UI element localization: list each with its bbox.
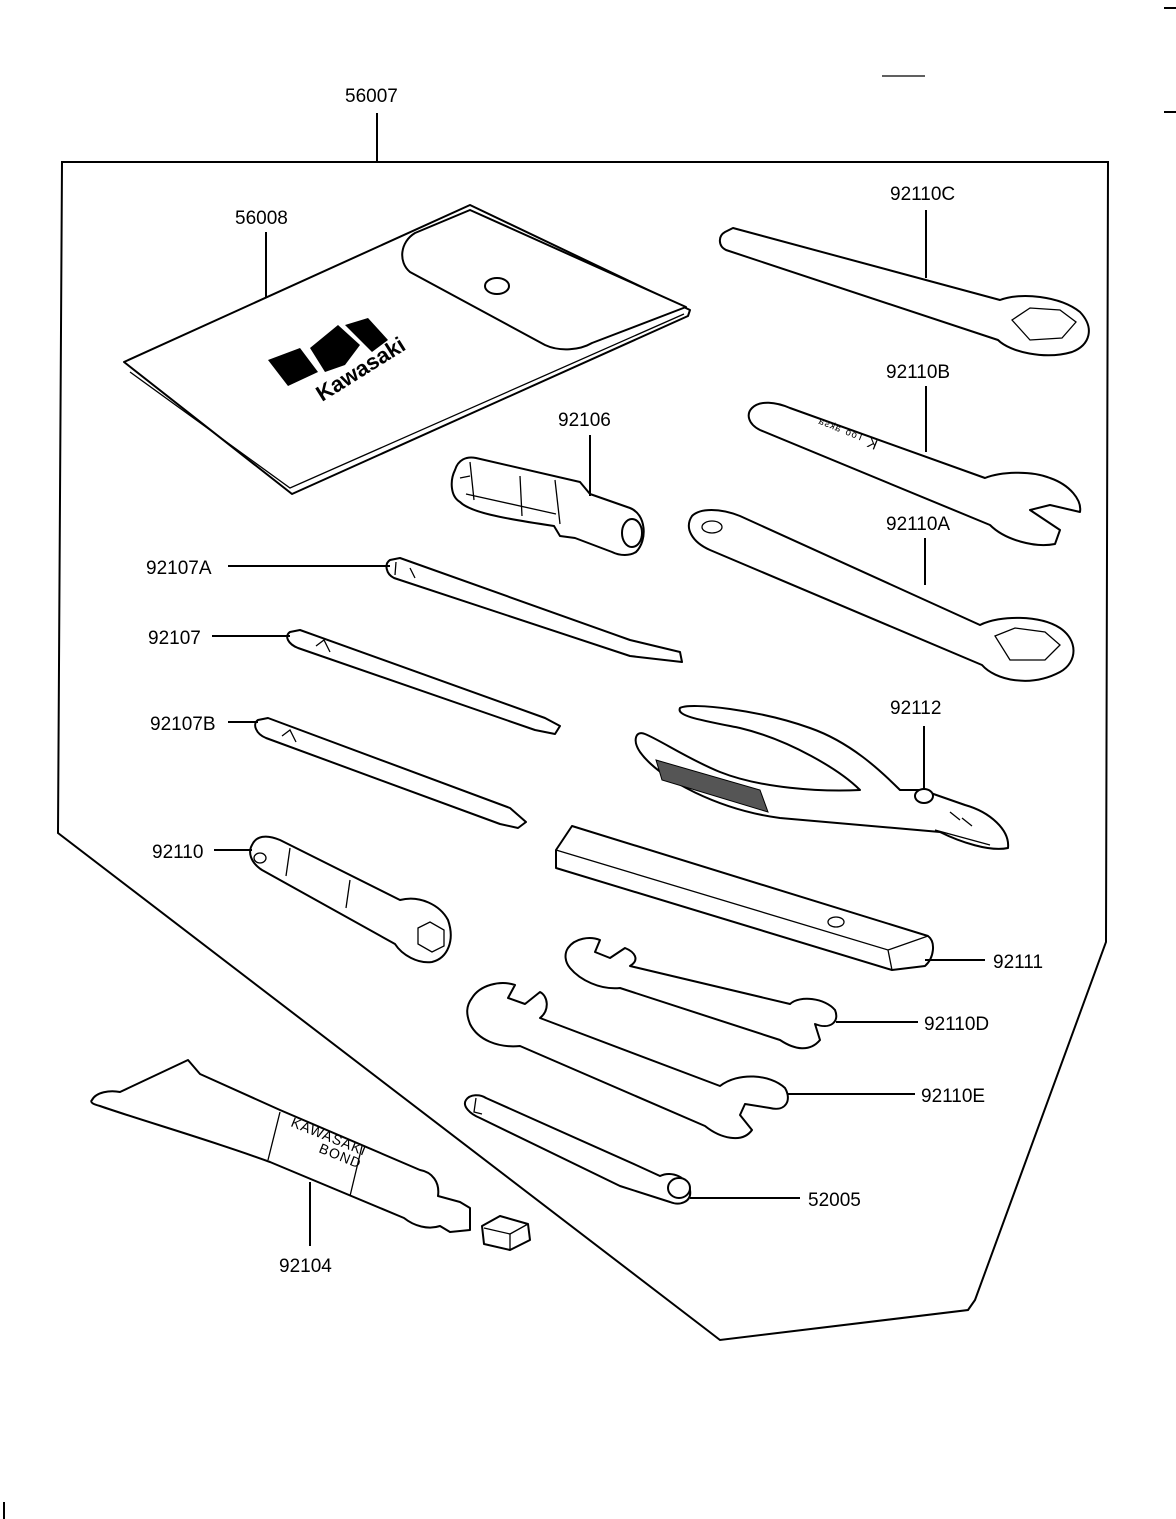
label-92104: 92104 [279, 1256, 332, 1277]
label-56008: 56008 [235, 208, 288, 229]
screwdriver-92107B [254, 717, 527, 829]
label-56007: 56007 [345, 86, 398, 107]
label-92107A: 92107A [146, 558, 212, 579]
double-open-spanner-92110E [466, 982, 789, 1140]
handle-92106 [450, 456, 645, 556]
tool-pouch-56008: Kawasaki [123, 204, 691, 495]
ring-spanner-92110A [687, 509, 1075, 682]
label-92107: 92107 [148, 628, 201, 649]
label-92110C: 92110C [890, 184, 955, 205]
double-open-spanner-92110D [564, 937, 838, 1050]
label-92110A: 92110A [886, 514, 950, 535]
label-92106: 92106 [558, 410, 611, 431]
open-spanner-92110B: K ᵀᵒᵒ ᵃᵏˢᵃ [747, 401, 1082, 546]
label-92107B: 92107B [150, 714, 216, 735]
screwdriver-92107 [286, 629, 561, 735]
label-92111: 92111 [993, 952, 1043, 973]
hex-key-52005 [464, 1094, 692, 1205]
socket-wrench-92110 [249, 835, 452, 964]
callout-labels: 56007 56008 92110C 92110B 92106 92110A 9… [146, 86, 1043, 1277]
pliers-92112 [634, 705, 1010, 850]
label-92110B: 92110B [886, 362, 950, 383]
label-92110D: 92110D [924, 1014, 989, 1035]
ring-spanner-92110C [718, 227, 1090, 357]
screwdriver-92107A [385, 557, 683, 663]
label-92112: 92112 [890, 698, 941, 719]
label-52005: 52005 [808, 1190, 861, 1211]
kit-boundary [3, 7, 1176, 1519]
label-92110: 92110 [152, 842, 203, 863]
flat-bar-92111 [555, 825, 934, 971]
label-92110E: 92110E [921, 1086, 985, 1107]
